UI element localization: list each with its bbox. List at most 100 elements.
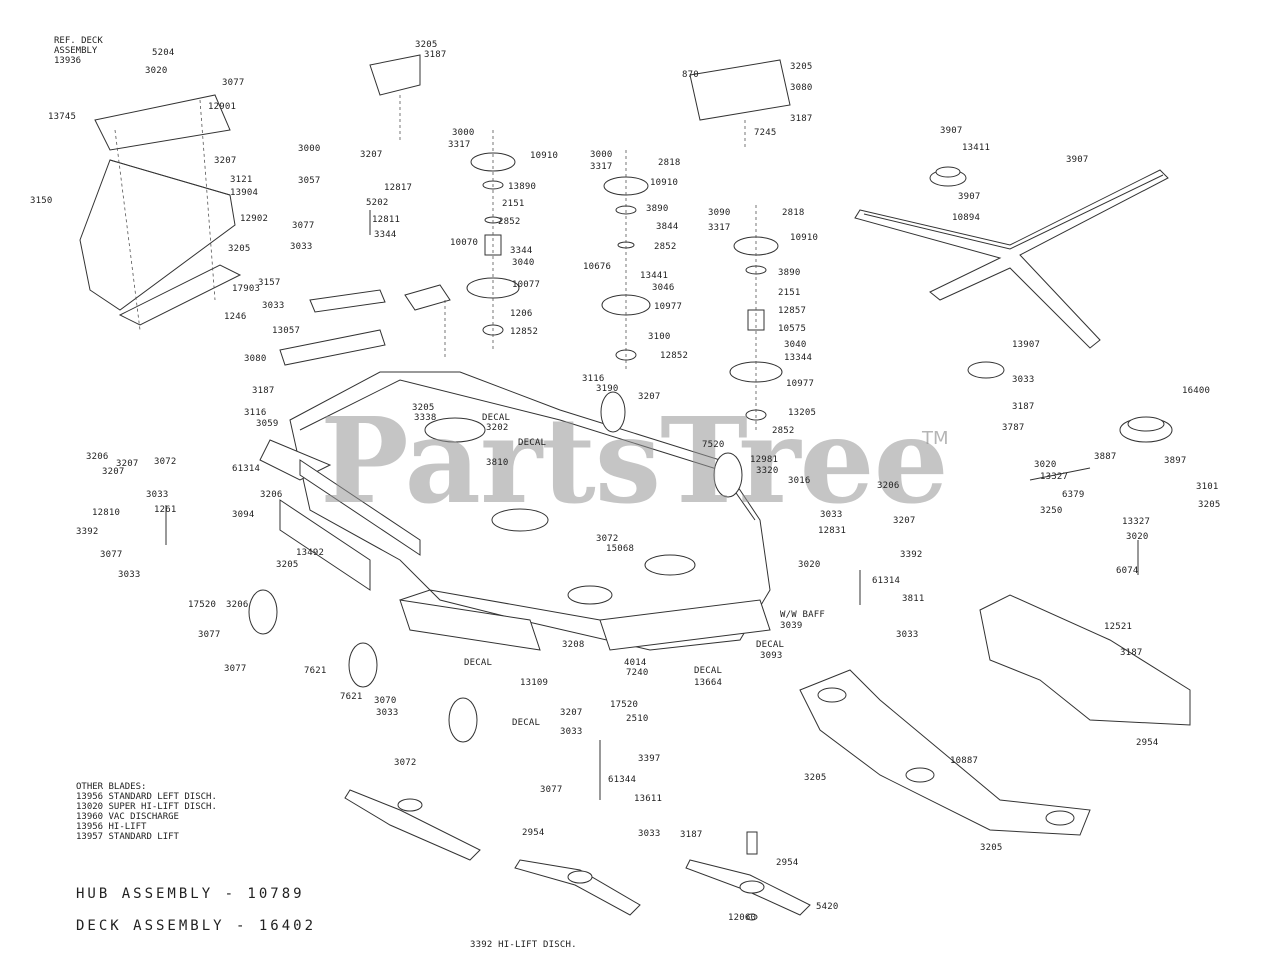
part-number-label: 3344 bbox=[510, 246, 533, 256]
part-number-label: 3080 bbox=[244, 354, 267, 364]
part-number-label: 2818 bbox=[782, 208, 805, 218]
part-number-label: 3090 bbox=[708, 208, 731, 218]
part-number-label: 3811 bbox=[902, 594, 925, 604]
part-number-label: 3907 bbox=[1066, 155, 1089, 165]
part-number-label: 3907 bbox=[940, 126, 963, 136]
part-number-label: 3033 bbox=[1012, 375, 1035, 385]
part-number-label: 3187 bbox=[790, 114, 813, 124]
part-number-label: 2818 bbox=[658, 158, 681, 168]
part-number-label: 10575 bbox=[778, 324, 807, 334]
part-number-label: 3206 bbox=[877, 481, 900, 491]
note-line: 13956 STANDARD LEFT DISCH. bbox=[76, 792, 217, 802]
part-number-label: 17520 bbox=[188, 600, 217, 610]
part-number-label: 10910 bbox=[530, 151, 559, 161]
part-number-label: 13907 bbox=[1012, 340, 1041, 350]
part-number-label: 3020 bbox=[1034, 460, 1057, 470]
part-number-label: 7621 bbox=[340, 692, 363, 702]
part-number-label: 3057 bbox=[298, 176, 321, 186]
part-number-label: 3059 bbox=[256, 419, 279, 429]
part-number-label: 3206 bbox=[226, 600, 249, 610]
part-number-label: 5204 bbox=[152, 48, 175, 58]
part-number-label: 13057 bbox=[272, 326, 301, 336]
part-number-label: 7520 bbox=[702, 440, 725, 450]
part-number-label: 2852 bbox=[654, 242, 677, 252]
part-number-label: DECAL bbox=[756, 640, 785, 650]
part-number-label: 10910 bbox=[790, 233, 819, 243]
part-number-label: 6074 bbox=[1116, 566, 1139, 576]
part-number-label: 3250 bbox=[1040, 506, 1063, 516]
part-number-label: 3202 bbox=[486, 423, 509, 433]
part-number-label: 3187 bbox=[1120, 648, 1143, 658]
part-number-label: 3205 bbox=[790, 62, 813, 72]
part-number-label: 3150 bbox=[30, 196, 53, 206]
part-number-label: 3187 bbox=[424, 50, 447, 60]
part-number-label: 3205 bbox=[415, 40, 438, 50]
ref-deck-note: REF. DECK ASSEMBLY 13936 bbox=[54, 36, 103, 66]
part-number-label: 3000 bbox=[298, 144, 321, 154]
part-number-label: 13664 bbox=[694, 678, 723, 688]
part-number-label: 2852 bbox=[498, 217, 521, 227]
part-number-label: 3787 bbox=[1002, 423, 1025, 433]
part-number-label: 12831 bbox=[818, 526, 847, 536]
note-line: 13020 SUPER HI-LIFT DISCH. bbox=[76, 802, 217, 812]
part-number-label: 3205 bbox=[980, 843, 1003, 853]
part-number-label: 3033 bbox=[118, 570, 141, 580]
part-number-label: 3890 bbox=[646, 204, 669, 214]
part-number-label: 3033 bbox=[376, 708, 399, 718]
part-number-label: 13611 bbox=[634, 794, 663, 804]
part-number-label: 3072 bbox=[596, 534, 619, 544]
part-number-label: 3897 bbox=[1164, 456, 1187, 466]
part-number-label: 3397 bbox=[638, 754, 661, 764]
part-number-label: 2151 bbox=[778, 288, 801, 298]
part-number-label: 61314 bbox=[872, 576, 901, 586]
part-number-label: 4014 bbox=[624, 658, 647, 668]
part-number-label: 10676 bbox=[583, 262, 612, 272]
part-number-label: 3033 bbox=[262, 301, 285, 311]
part-number-label: 3205 bbox=[276, 560, 299, 570]
part-number-label: 3187 bbox=[680, 830, 703, 840]
part-number-label: 3077 bbox=[100, 550, 123, 560]
gauge-wheels bbox=[248, 391, 743, 743]
part-number-label: 17520 bbox=[610, 700, 639, 710]
part-number-label: 12857 bbox=[778, 306, 807, 316]
partstree-watermark: PartsTree bbox=[320, 391, 949, 530]
deck-front-rail bbox=[259, 439, 771, 651]
part-number-label: 10894 bbox=[952, 213, 981, 223]
part-number-label: 3033 bbox=[290, 242, 313, 252]
part-number-label: 10070 bbox=[450, 238, 479, 248]
part-number-label: 3207 bbox=[360, 150, 383, 160]
part-number-label: 3116 bbox=[582, 374, 605, 384]
part-number-label: 3844 bbox=[656, 222, 679, 232]
part-number-label: 3317 bbox=[590, 162, 613, 172]
part-number-label: 3033 bbox=[896, 630, 919, 640]
part-number-label: 3100 bbox=[648, 332, 671, 342]
part-number-label: 13492 bbox=[296, 548, 325, 558]
part-number-label: 3206 bbox=[86, 452, 109, 462]
part-number-label: 3040 bbox=[512, 258, 535, 268]
part-number-label: 1261 bbox=[154, 505, 177, 515]
part-number-label: 3338 bbox=[414, 413, 437, 423]
part-number-label: 13890 bbox=[508, 182, 537, 192]
hardware-bolts bbox=[165, 210, 1139, 800]
part-number-label: 3887 bbox=[1094, 452, 1117, 462]
part-number-label: 3207 bbox=[102, 467, 125, 477]
part-number-label: 3077 bbox=[198, 630, 221, 640]
note-line: ASSEMBLY bbox=[54, 46, 98, 56]
part-number-label: 13205 bbox=[788, 408, 817, 418]
part-number-label: 3206 bbox=[260, 490, 283, 500]
trademark-symbol: TM bbox=[922, 428, 949, 449]
part-number-label: 3207 bbox=[214, 156, 237, 166]
part-number-label: 5420 bbox=[816, 902, 839, 912]
part-number-label: 3033 bbox=[820, 510, 843, 520]
part-number-label: 3207 bbox=[116, 459, 139, 469]
spindle-center bbox=[601, 150, 651, 370]
part-number-label: 10887 bbox=[950, 756, 979, 766]
mower-blades bbox=[344, 789, 811, 921]
part-number-label: 3810 bbox=[486, 458, 509, 468]
part-number-label: 7240 bbox=[626, 668, 649, 678]
part-number-label: 3101 bbox=[1196, 482, 1219, 492]
part-number-label: 3890 bbox=[778, 268, 801, 278]
part-number-label: 2954 bbox=[1136, 738, 1159, 748]
